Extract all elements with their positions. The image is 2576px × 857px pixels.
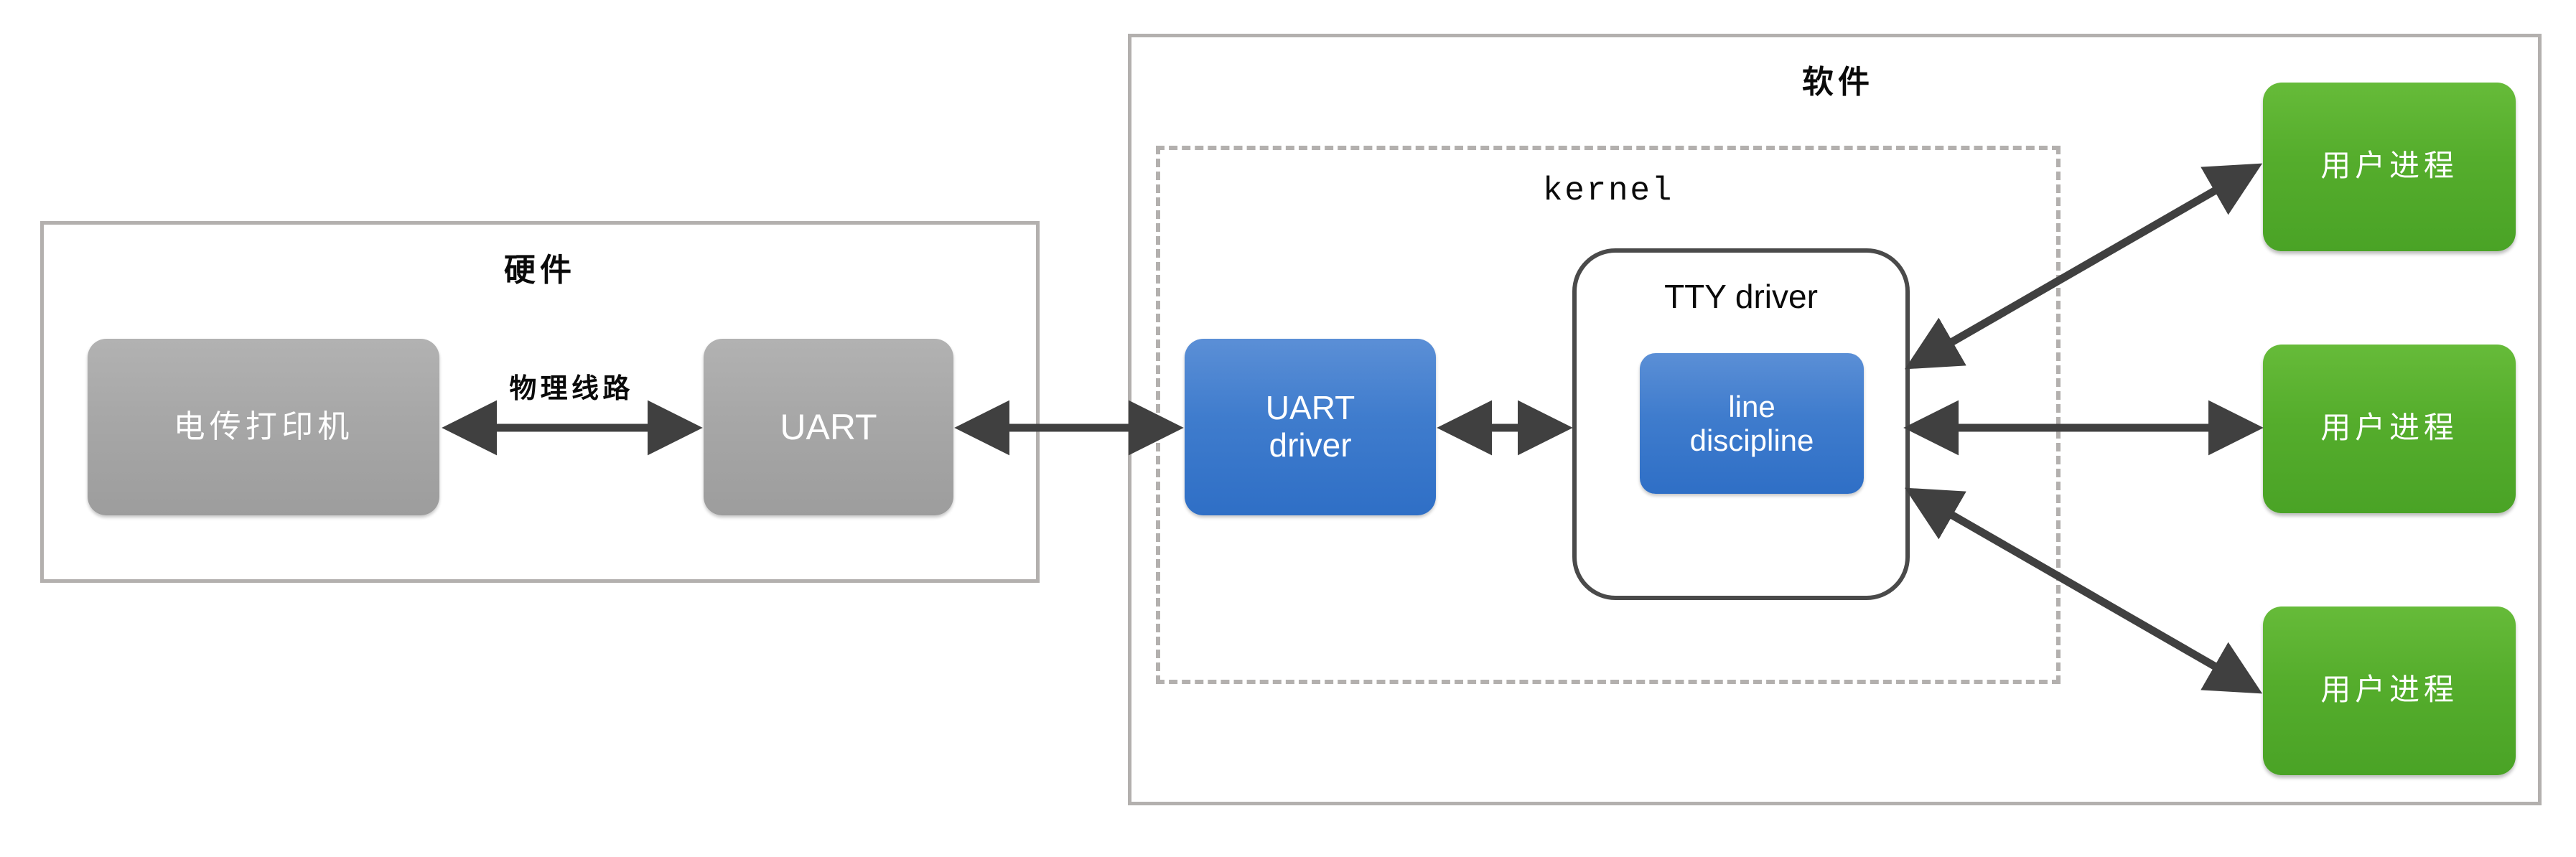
node-uart[interactable]: UART bbox=[704, 339, 953, 515]
node-line-discipline[interactable]: line discipline bbox=[1640, 353, 1864, 494]
node-uart-driver-label-line1: UART bbox=[1265, 389, 1355, 427]
node-uart-label: UART bbox=[780, 407, 877, 447]
node-tty-driver[interactable]: TTY driver line discipline bbox=[1572, 248, 1910, 600]
node-user-process-1-label: 用户进程 bbox=[2320, 149, 2458, 183]
node-uart-driver-label-line2: driver bbox=[1269, 426, 1352, 464]
node-tty-driver-label: TTY driver bbox=[1664, 278, 1818, 315]
node-teletype[interactable]: 电传打印机 bbox=[88, 339, 439, 515]
node-user-process-3-label: 用户进程 bbox=[2320, 673, 2458, 707]
hardware-panel-title: 硬件 bbox=[503, 253, 577, 288]
software-panel-title: 软件 bbox=[1801, 65, 1875, 100]
node-uart-driver[interactable]: UART driver bbox=[1185, 339, 1436, 515]
node-user-process-2-label: 用户进程 bbox=[2320, 411, 2458, 445]
node-user-process-1[interactable]: 用户进程 bbox=[2263, 83, 2516, 251]
node-user-process-3[interactable]: 用户进程 bbox=[2263, 607, 2516, 775]
node-line-discipline-label-line2: discipline bbox=[1689, 423, 1814, 457]
edge-label-physical-line: 物理线路 bbox=[509, 374, 634, 404]
node-user-process-2[interactable]: 用户进程 bbox=[2263, 345, 2516, 513]
kernel-label: kernel bbox=[1542, 172, 1674, 210]
node-teletype-label: 电传打印机 bbox=[173, 409, 354, 445]
node-line-discipline-label-line1: line bbox=[1728, 389, 1775, 423]
